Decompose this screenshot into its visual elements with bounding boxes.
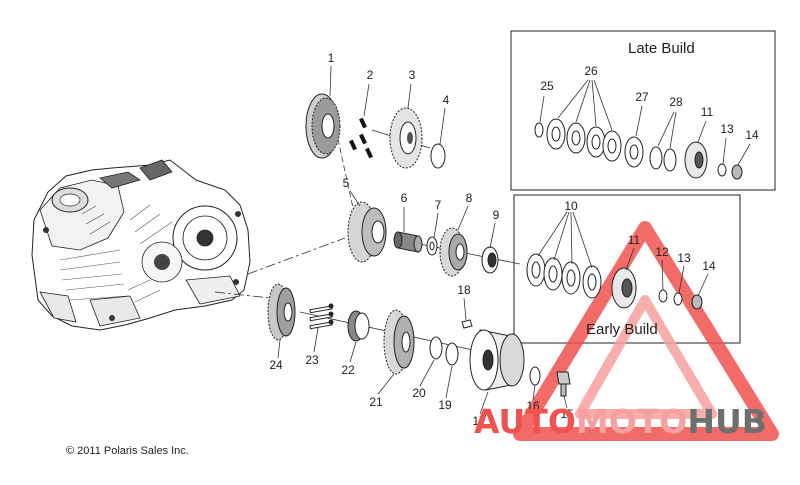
callout-11: 11 <box>628 233 641 247</box>
callout-7: 7 <box>435 198 442 212</box>
part-3-gear <box>389 107 423 169</box>
early-build-box <box>513 194 741 344</box>
watermark-hub: HUB <box>687 402 767 441</box>
watermark-text: AUTOMOTOHUB <box>474 402 767 441</box>
callout-23: 23 <box>305 353 319 367</box>
part-11-pressure-plate-early <box>611 267 637 309</box>
callout-11: 11 <box>701 105 714 119</box>
part-19-washer <box>445 342 459 366</box>
callout-10: 10 <box>564 199 578 213</box>
callout-2: 2 <box>367 68 374 82</box>
callout-26: 26 <box>584 64 598 78</box>
callout-14: 14 <box>702 259 716 273</box>
callout-28: 28 <box>669 95 683 109</box>
callout-27: 27 <box>635 90 649 104</box>
part-5-gear <box>347 201 387 263</box>
part-12-washer <box>658 289 668 303</box>
part-17-clutch-basket <box>469 329 525 391</box>
part-14-nut-late <box>731 164 743 180</box>
watermark-moto: MOTO <box>576 402 687 441</box>
part-4-ring <box>430 143 446 169</box>
callout-19: 19 <box>438 398 452 412</box>
part-24-gear <box>267 283 296 341</box>
callout-15: 15 <box>560 407 574 421</box>
part-21-gear <box>383 309 415 375</box>
part-20-washer <box>429 336 443 360</box>
part-15-bolt <box>556 371 571 397</box>
callout-21: 21 <box>369 395 383 409</box>
callout-14: 14 <box>745 128 759 142</box>
part-13-washer-late <box>717 163 727 177</box>
part-11-pressure-plate-late <box>684 141 708 179</box>
part-8-gear <box>439 227 468 277</box>
part-6-shaft <box>393 231 423 253</box>
copyright-text: © 2011 Polaris Sales Inc. <box>66 445 189 457</box>
part-14-nut-early <box>691 294 703 310</box>
callout-8: 8 <box>466 191 473 205</box>
late-build-box <box>510 30 776 191</box>
watermark-auto: AUTO <box>474 402 576 441</box>
callout-6: 6 <box>401 191 408 205</box>
part-9-hub <box>481 246 499 274</box>
callout-5: 5 <box>343 176 350 190</box>
callout-13: 13 <box>677 251 691 265</box>
callout-18: 18 <box>457 283 471 297</box>
watermark-logo <box>513 221 779 441</box>
leader-lines <box>277 65 751 415</box>
callout-12: 12 <box>655 245 669 259</box>
callout-22: 22 <box>341 363 355 377</box>
part-18-key <box>461 319 473 329</box>
part-28-springs <box>649 146 677 172</box>
callout-4: 4 <box>443 93 450 107</box>
callout-16: 16 <box>526 399 540 413</box>
part-10-plates <box>526 253 602 299</box>
callout-9: 9 <box>493 208 500 222</box>
part-26-plates <box>546 118 622 162</box>
part-13-washer-early <box>673 292 683 306</box>
part-23-bolts <box>309 303 334 330</box>
callout-3: 3 <box>409 68 416 82</box>
part-25-washer <box>534 122 544 138</box>
callout-1: 1 <box>328 51 335 65</box>
part-2-pins <box>349 117 373 159</box>
part-7-washer <box>426 236 438 256</box>
callout-25: 25 <box>540 79 554 93</box>
part-22-bearing <box>347 310 370 342</box>
part-1-gear <box>305 93 341 159</box>
part-16-washer <box>529 366 541 386</box>
late-build-title: Late Build <box>628 40 695 57</box>
callout-13: 13 <box>720 122 734 136</box>
part-27-plate <box>624 136 644 168</box>
engine-illustration <box>31 159 251 331</box>
callout-24: 24 <box>269 358 283 372</box>
callout-20: 20 <box>412 386 426 400</box>
early-build-title: Early Build <box>586 321 658 338</box>
callout-17: 17 <box>472 414 486 428</box>
